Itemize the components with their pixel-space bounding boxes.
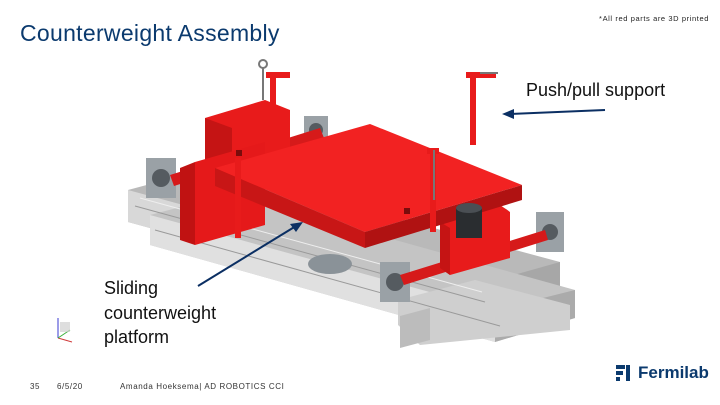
- fermilab-logo-text: Fermilab: [638, 363, 709, 382]
- page-number: 35: [30, 382, 41, 391]
- fermilab-logo: Fermilab: [614, 360, 709, 386]
- counterweight-cylinder: [456, 203, 482, 238]
- slide-author: Amanda Hoeksema| AD ROBOTICS CCI: [120, 382, 285, 391]
- slide-title: Counterweight Assembly: [20, 20, 280, 46]
- post-pins: [258, 59, 498, 200]
- printed-parts-note: *All red parts are 3D printed: [599, 14, 709, 23]
- sliding-label-line2: counterweight: [104, 302, 217, 323]
- push-pull-label: Push/pull support: [526, 80, 666, 100]
- sliding-label-line3: platform: [104, 327, 170, 347]
- callout-arrows: [197, 109, 606, 287]
- fermilab-logo-icon: [616, 365, 630, 381]
- axis-triad: [57, 318, 73, 343]
- sliding-label-line1: Sliding: [104, 278, 159, 298]
- sliding-platform-label: Sliding counterweight platform: [104, 276, 254, 350]
- slide-date: 6/5/20: [57, 382, 83, 391]
- sliding-platform: [215, 124, 522, 248]
